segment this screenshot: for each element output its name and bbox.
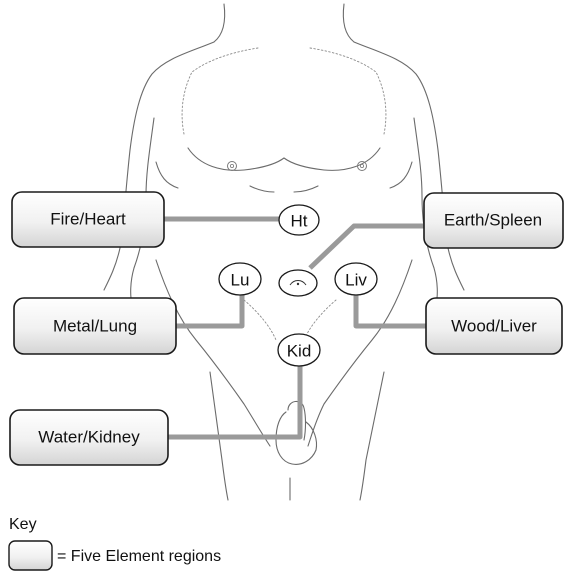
element-boxes: Fire/Heart Earth/Spleen Metal/Lung Wood/… xyxy=(10,192,563,465)
neck-outline xyxy=(343,4,354,42)
groin-outline xyxy=(288,401,306,440)
element-label-metal-lung: Metal/Lung xyxy=(53,317,137,336)
left-pelvis-curve xyxy=(244,300,276,340)
key-title: Key xyxy=(9,516,37,533)
connector-earth-spleen xyxy=(310,226,424,268)
organ-kidney: Kid xyxy=(278,334,320,366)
organ-lung: Lu xyxy=(219,263,261,295)
element-label-fire-heart: Fire/Heart xyxy=(50,210,126,229)
organ-lung-label: Lu xyxy=(231,271,250,290)
connector-wood-liver xyxy=(356,292,426,326)
element-box-metal-lung: Metal/Lung xyxy=(14,298,176,354)
organ-heart-label: Ht xyxy=(291,212,308,231)
connector-water-kidney xyxy=(168,366,300,437)
element-box-fire-heart: Fire/Heart xyxy=(12,192,164,247)
navel-dot xyxy=(297,283,299,285)
organ-liver-label: Liv xyxy=(345,271,367,290)
left-armpit-outline xyxy=(156,162,178,188)
organ-spleen-navel xyxy=(279,270,317,296)
right-shoulder-outline xyxy=(354,42,464,290)
chest-outline xyxy=(188,148,380,170)
element-label-water-kidney: Water/Kidney xyxy=(38,428,140,447)
connectors xyxy=(164,219,426,437)
neck-outline xyxy=(214,4,225,42)
key-text: = Five Element regions xyxy=(57,548,221,565)
right-pelvis-curve xyxy=(304,300,336,340)
right-clavicle xyxy=(310,48,386,134)
organ-kidney-label: Kid xyxy=(287,342,312,361)
left-nipple xyxy=(228,162,237,171)
organ-heart: Ht xyxy=(279,205,319,235)
element-box-earth-spleen: Earth/Spleen xyxy=(424,193,563,248)
element-label-wood-liver: Wood/Liver xyxy=(451,317,537,336)
element-box-wood-liver: Wood/Liver xyxy=(426,298,562,354)
key-legend: Key = Five Element regions xyxy=(9,516,221,570)
rib-mark xyxy=(250,186,274,192)
element-label-earth-spleen: Earth/Spleen xyxy=(444,211,542,230)
right-leg-outline xyxy=(360,372,384,500)
right-nipple xyxy=(358,162,367,171)
element-box-water-kidney: Water/Kidney xyxy=(10,410,168,465)
key-swatch xyxy=(9,541,52,570)
left-shoulder-outline xyxy=(104,42,214,290)
connector-metal-lung xyxy=(176,292,242,326)
organ-liver: Liv xyxy=(335,263,377,295)
left-clavicle xyxy=(182,48,258,134)
rib-mark xyxy=(294,186,318,192)
right-armpit-outline xyxy=(390,162,412,188)
